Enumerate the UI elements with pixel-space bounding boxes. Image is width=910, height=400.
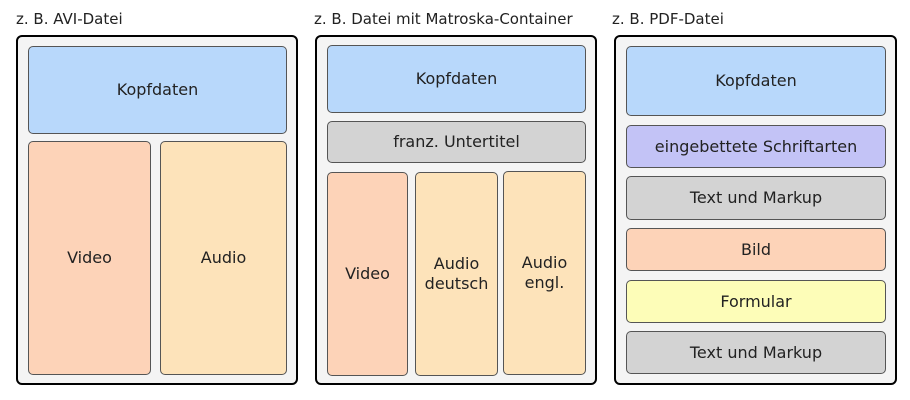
pdf-header-label: Kopfdaten xyxy=(715,71,797,90)
mkv-header-block: Kopfdaten xyxy=(327,45,586,113)
mkv-audio-german-block: Audio deutsch xyxy=(415,172,498,376)
pdf-text-markup-block-2: Text und Markup xyxy=(626,331,886,374)
mkv-audio-english-label: Audio xyxy=(521,253,568,272)
avi-header-block: Kopfdaten xyxy=(28,46,287,134)
pdf-text-markup-label: Text und Markup xyxy=(689,188,823,207)
pdf-fonts-label: eingebettete Schriftarten xyxy=(654,136,858,156)
mkv-subtitle-label: franz. Untertitel xyxy=(393,132,520,151)
mkv-audio-english-block: Audio engl. xyxy=(503,171,586,375)
pdf-form-block: Formular xyxy=(626,280,886,323)
mkv-file-container: Kopfdaten franz. Untertitel Video Audio … xyxy=(315,35,597,385)
pdf-text-markup-label-2: Text und Markup xyxy=(689,342,823,362)
avi-audio-label: Audio xyxy=(200,248,247,267)
pdf-file-container: Kopfdaten eingebettete Schriftarten Text… xyxy=(614,35,897,385)
avi-video-label: Video xyxy=(67,248,112,267)
mkv-audio-german-lang: deutsch xyxy=(424,274,489,293)
avi-caption: z. B. AVI-Datei xyxy=(16,10,123,28)
mkv-header-label: Kopfdaten xyxy=(415,69,498,88)
avi-header-label: Kopfdaten xyxy=(116,80,199,99)
pdf-header-block: Kopfdaten xyxy=(626,46,886,116)
pdf-text-markup-block: Text und Markup xyxy=(626,176,886,220)
pdf-image-block: Bild xyxy=(626,228,886,271)
mkv-caption: z. B. Datei mit Matroska-Container xyxy=(314,10,573,28)
avi-audio-block: Audio xyxy=(160,141,287,375)
mkv-subtitle-block: franz. Untertitel xyxy=(327,121,586,163)
mkv-video-block: Video xyxy=(327,172,408,376)
mkv-audio-english-lang: engl. xyxy=(524,273,565,292)
pdf-caption: z. B. PDF-Datei xyxy=(612,10,724,28)
pdf-form-label: Formular xyxy=(720,291,792,311)
mkv-video-label: Video xyxy=(345,264,390,283)
pdf-fonts-block: eingebettete Schriftarten xyxy=(626,125,886,168)
avi-file-container: Kopfdaten Video Audio xyxy=(16,35,298,385)
avi-video-block: Video xyxy=(28,141,151,375)
mkv-audio-german-label: Audio xyxy=(433,254,480,273)
pdf-image-label: Bild xyxy=(740,239,772,259)
